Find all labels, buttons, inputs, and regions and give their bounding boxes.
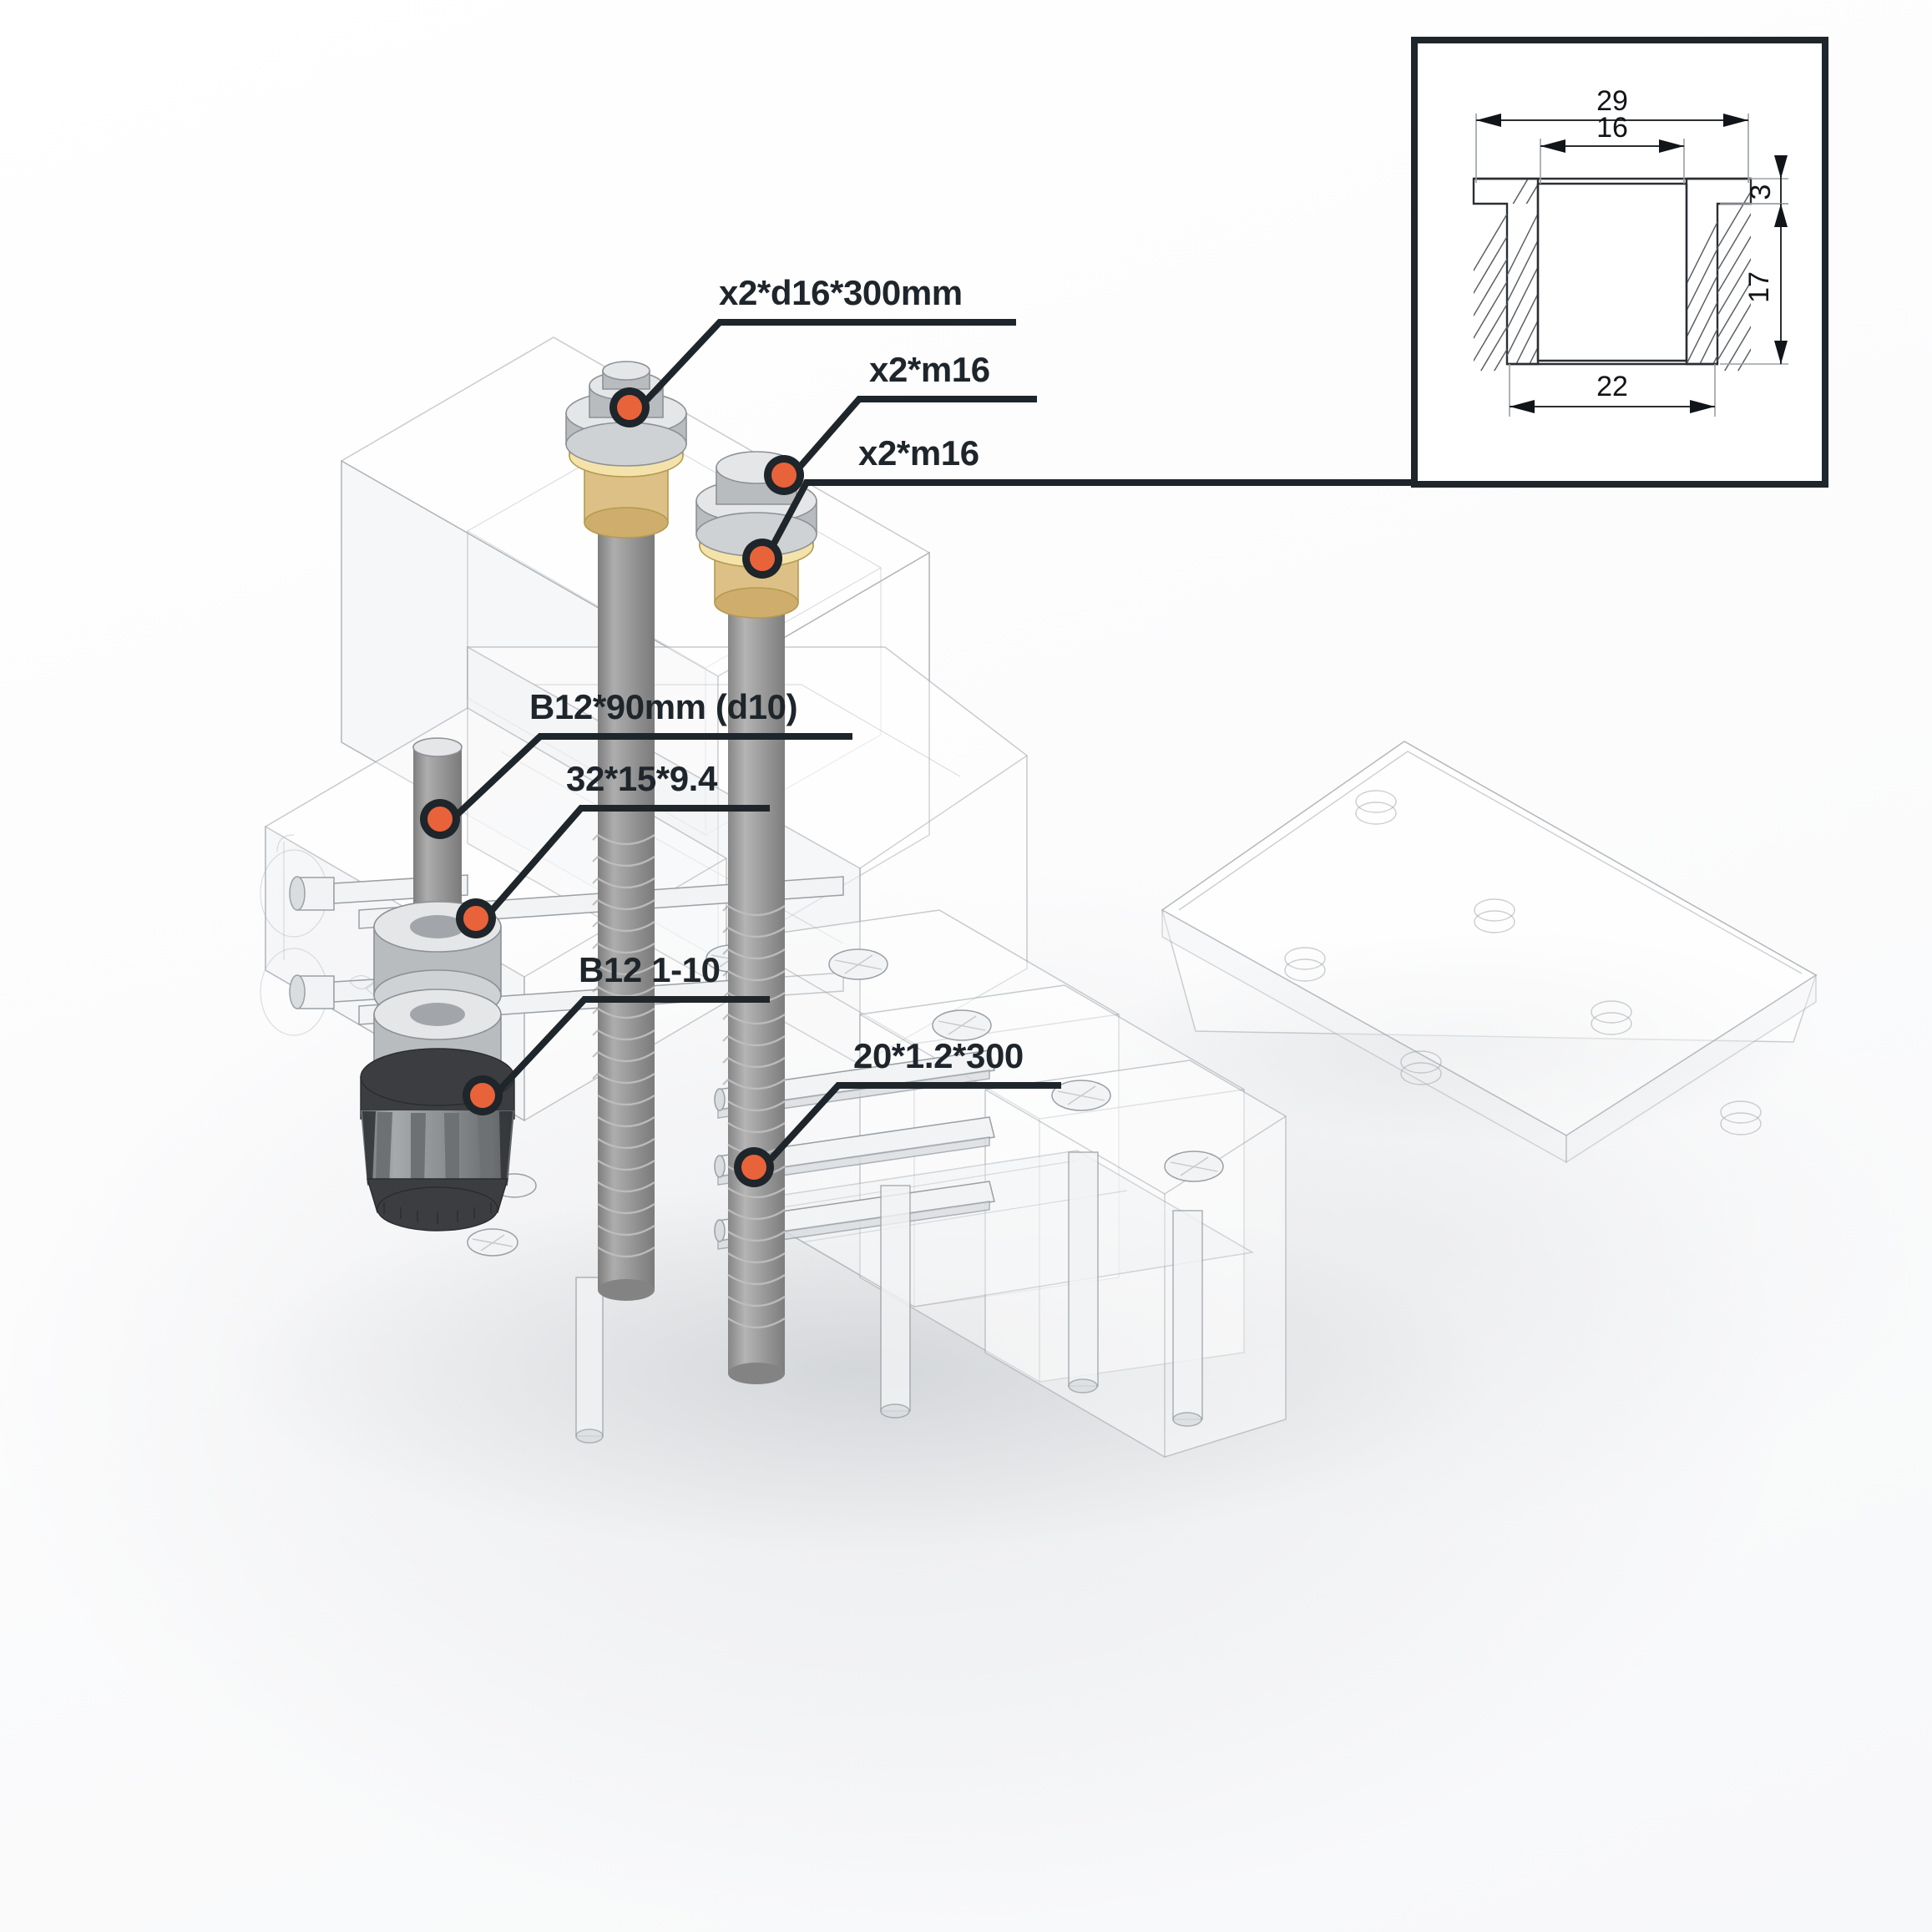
callout-b12-90mm[interactable]: B12*90mm (d10)	[420, 687, 852, 839]
callout-20-12-300[interactable]: 20*1.2*300	[734, 1036, 1061, 1187]
plate-holes	[1284, 790, 1762, 1135]
hatch-right-body	[1687, 204, 1717, 364]
callout-label-1: x2*d16*300mm	[719, 273, 963, 312]
dimension-3: 3	[1745, 155, 1788, 205]
callout-b12-1-10[interactable]: B12 1-10	[463, 950, 770, 1115]
callout-label-7: 20*1.2*300	[853, 1036, 1024, 1075]
callout-x2-m16-lower[interactable]: x2*m16	[742, 433, 1420, 579]
hatch-left-body	[1507, 204, 1538, 364]
callout-x2-m16-upper[interactable]: x2*m16	[764, 350, 1037, 495]
dimension-29: 29	[1475, 85, 1749, 183]
detail-inset-bushing-section: 29 16 3 17	[1411, 37, 1828, 488]
ghost-flat-plate	[1161, 741, 1818, 1164]
ghost-phillips-screws	[467, 944, 1224, 1257]
callout-label-3: x2*m16	[858, 433, 979, 473]
dimension-value-16: 16	[1596, 112, 1628, 144]
callout-32-15-94[interactable]: 32*15*9.4	[456, 759, 770, 938]
dimension-value-22: 22	[1596, 371, 1628, 402]
callout-label-6: B12 1-10	[579, 950, 721, 989]
dimension-value-3: 3	[1745, 185, 1777, 200]
inset-frame	[1411, 37, 1828, 488]
dimension-16: 16	[1540, 112, 1685, 184]
dimension-17: 17	[1720, 203, 1788, 365]
dimension-value-29: 29	[1596, 85, 1628, 117]
dimension-22: 22	[1509, 364, 1716, 417]
section-bore	[1536, 182, 1688, 362]
callout-x2-d16-300mm[interactable]: x2*d16*300mm	[609, 273, 1016, 427]
callout-label-4: B12*90mm (d10)	[529, 687, 797, 726]
ghost-posts	[575, 1151, 1203, 1444]
dimension-value-17: 17	[1743, 271, 1775, 303]
callout-label-5: 32*15*9.4	[566, 759, 718, 798]
callout-label-2: x2*m16	[869, 350, 990, 389]
